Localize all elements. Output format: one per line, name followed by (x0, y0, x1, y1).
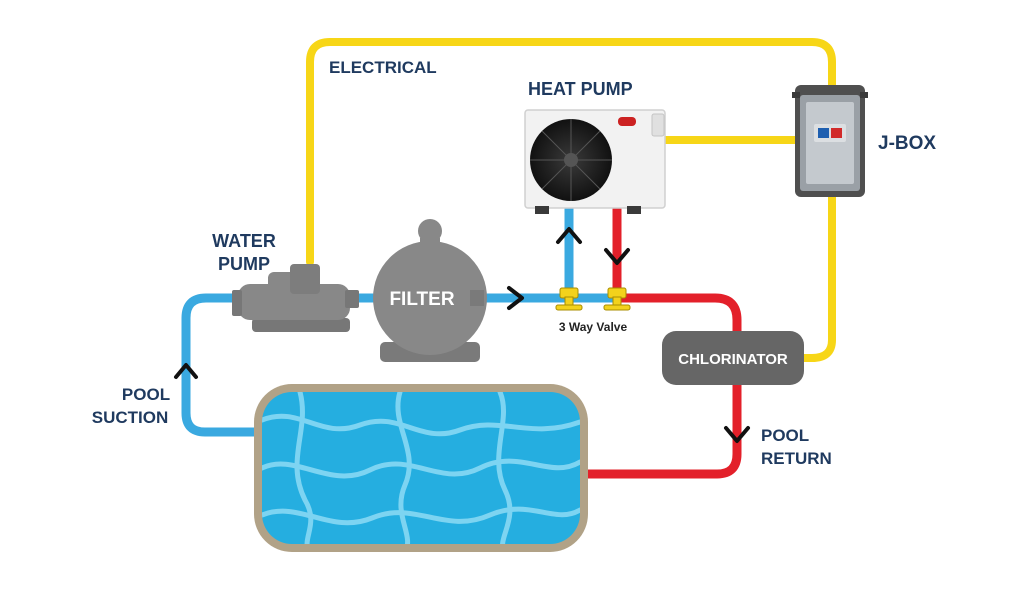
hot-water-lines (580, 208, 742, 479)
sand-filter (373, 219, 487, 362)
heat-pump-unit (524, 109, 666, 214)
heat-pump-label: HEAT PUMP (528, 79, 633, 99)
arrow-to-valve-right (507, 286, 524, 310)
three-way-valves (555, 287, 631, 311)
junction-box (792, 85, 868, 197)
flow-arrows (174, 227, 750, 443)
arrow-return-down (724, 426, 750, 443)
wire-jbox-to-chlorinator (800, 191, 836, 362)
swimming-pool (254, 384, 588, 552)
arrow-inlet-up (556, 227, 582, 244)
chlorinator-unit (662, 331, 804, 385)
j-box-label: J-BOX (878, 133, 936, 154)
valve-right (603, 287, 631, 311)
valve-left (555, 287, 583, 311)
pool-suction-label-line1: POOL (122, 385, 170, 404)
electrical-label: ELECTRICAL (329, 58, 437, 77)
water-pump (232, 264, 359, 332)
arrow-outlet-down (604, 248, 630, 265)
chlorinator-label: CHLORINATOR (678, 351, 788, 368)
pool-return-label-line2: RETURN (761, 449, 832, 468)
filter-label: FILTER (389, 289, 454, 310)
brand-logo (618, 117, 636, 126)
water-pump-label-line1: WATER (212, 231, 276, 251)
pool-return-pipe (580, 384, 742, 479)
valve-to-chlorinator-pipe (617, 293, 742, 332)
wire-pump-to-jbox (306, 38, 836, 266)
water-pump-label-line2: PUMP (218, 254, 270, 274)
arrow-suction-up (174, 363, 198, 379)
electrical-wiring (306, 38, 836, 362)
valve-label: 3 Way Valve (559, 320, 628, 334)
pool-return-label-line1: POOL (761, 426, 809, 445)
pool-suction-label-line2: SUCTION (92, 408, 169, 427)
